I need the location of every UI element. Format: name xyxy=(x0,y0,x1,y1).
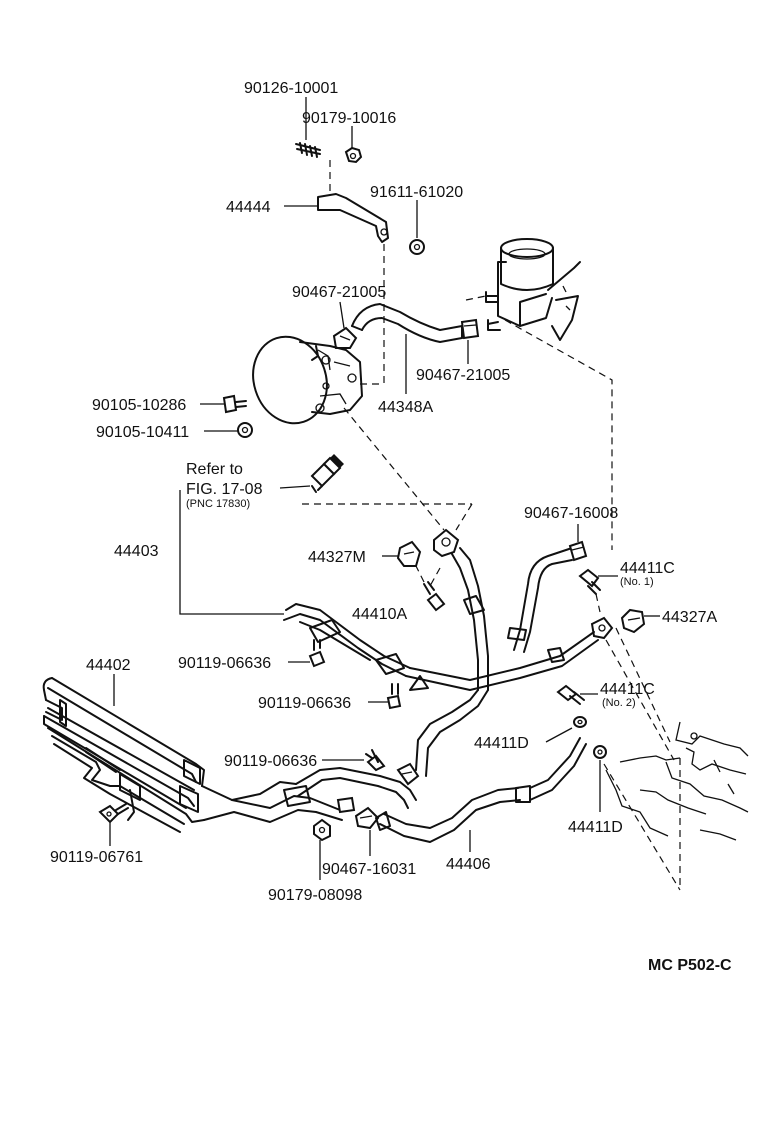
label-44327A: 44327A xyxy=(662,609,717,626)
label-44406: 44406 xyxy=(446,856,491,873)
bolt-90119-06636-c xyxy=(365,749,386,772)
label-90467-16031: 90467-16031 xyxy=(322,861,416,878)
label-90119-06636-c: 90119-06636 xyxy=(224,753,317,770)
tube-clamp xyxy=(396,762,420,786)
clamp-90467-21005-a xyxy=(332,326,358,349)
leader-90467-21005-a xyxy=(339,301,345,329)
label-44411D-b: 44411D xyxy=(568,819,623,836)
bolt-90119-06761 xyxy=(98,803,129,824)
bolt-90119-06636-b xyxy=(386,683,402,710)
pressure-switch xyxy=(310,454,344,493)
bolt-44411C-no1 xyxy=(578,568,601,595)
return-hose-44406 xyxy=(375,737,587,843)
pressure-tube-44403 xyxy=(283,603,599,691)
label-90105-10286: 90105-10286 xyxy=(92,397,186,414)
bracket-44444 xyxy=(317,193,389,243)
label-90467-21005-b: 90467-21005 xyxy=(416,367,510,384)
bolt-44411C-no2 xyxy=(556,684,585,705)
pressure-union xyxy=(433,528,460,558)
return-fitting xyxy=(590,616,614,640)
tube-union xyxy=(336,796,356,814)
dash-switch-union xyxy=(455,503,473,531)
clamp-44327M xyxy=(396,540,422,567)
dash-44327A-gear xyxy=(615,627,671,743)
label-44402: 44402 xyxy=(86,657,131,674)
nut-91611-61020 xyxy=(409,239,425,255)
label-fig-ref: FIG. 17-08 xyxy=(186,481,263,498)
dash-44410A-b xyxy=(429,567,441,587)
label-44327M: 44327M xyxy=(308,549,366,566)
washer-44411D-b xyxy=(593,745,607,759)
nut-90179-10016 xyxy=(344,146,363,164)
label-pnc-ref: (PNC 17830) xyxy=(186,498,250,510)
clamp-90467-16008 xyxy=(568,540,588,562)
dash-44410A xyxy=(415,565,425,583)
dash-44411C-no1 xyxy=(595,593,601,613)
label-44411C-no1: 44411C xyxy=(620,560,675,577)
label-44410A: 44410A xyxy=(352,606,407,623)
bolt-90105-10286 xyxy=(222,394,247,414)
label-90467-21005-a: 90467-21005 xyxy=(292,284,386,301)
label-91611-61020: 91611-61020 xyxy=(370,184,463,201)
figure-code: MC P502-C xyxy=(648,957,732,974)
washer-44411D-a xyxy=(573,716,587,728)
stud-90126-10001 xyxy=(295,142,321,158)
label-44403: 44403 xyxy=(114,543,159,560)
clamp-90467-21005-b xyxy=(460,318,480,340)
hose-44348A xyxy=(351,303,463,343)
label-no2: (No. 2) xyxy=(602,697,636,709)
label-90467-16008: 90467-16008 xyxy=(524,505,618,522)
dash-reservoir-right xyxy=(504,319,613,550)
reservoir xyxy=(485,238,581,341)
steering-gear xyxy=(605,721,749,841)
label-90126-10001: 90126-10001 xyxy=(244,80,338,97)
dash-reservoir-left xyxy=(465,295,487,301)
dash-fitting-gear xyxy=(605,639,675,761)
oil-cooler-44402 xyxy=(42,677,205,833)
bolt-90119-06636-a xyxy=(308,639,326,668)
power-steering-pump xyxy=(252,335,363,425)
leader-44411D-a xyxy=(545,727,573,743)
pressure-hose-lower xyxy=(415,689,489,777)
label-90105-10411: 90105-10411 xyxy=(96,424,189,441)
dash-gear-diag xyxy=(603,763,681,891)
label-90179-08098: 90179-08098 xyxy=(268,887,362,904)
label-90119-06636-b: 90119-06636 xyxy=(258,695,351,712)
nut-90179-08098 xyxy=(313,818,331,842)
label-44411C-no2: 44411C xyxy=(600,681,655,698)
leader-switch xyxy=(279,485,311,489)
bolt-44410A xyxy=(423,581,446,612)
dash-pump-union xyxy=(343,407,445,531)
label-no1: (No. 1) xyxy=(620,576,654,588)
leader-44403 xyxy=(179,550,284,615)
label-44411D-a: 44411D xyxy=(474,735,529,752)
label-90119-06636-a: 90119-06636 xyxy=(178,655,271,672)
clamp-90467-16031 xyxy=(354,806,380,830)
label-90179-10016: 90179-10016 xyxy=(302,110,396,127)
clamp-44327A xyxy=(620,608,646,634)
cooler-tubes xyxy=(201,767,417,823)
label-44348A: 44348A xyxy=(378,399,433,416)
label-refer-to: Refer to xyxy=(186,461,243,478)
washer-90105-10411 xyxy=(237,422,253,438)
label-90119-06761: 90119-06761 xyxy=(50,849,143,866)
return-hose-upper xyxy=(507,547,573,653)
label-44444: 44444 xyxy=(226,199,271,216)
pressure-hose xyxy=(451,547,489,691)
